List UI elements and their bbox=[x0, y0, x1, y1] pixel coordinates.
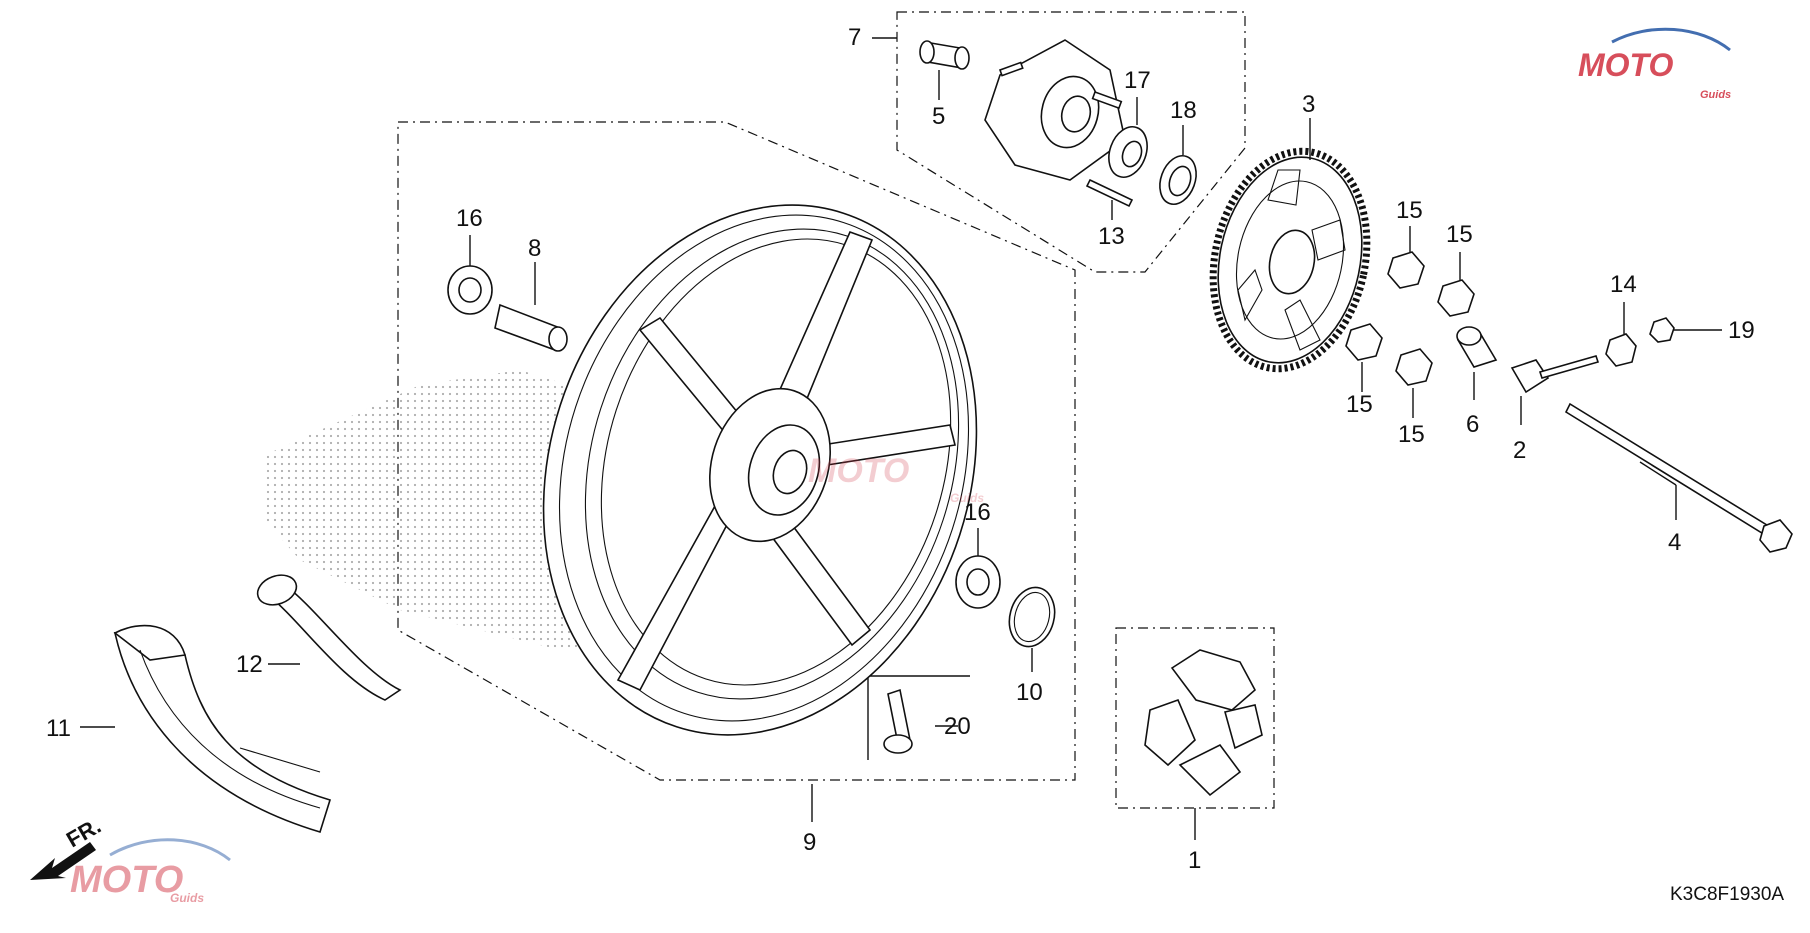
svg-text:Guids: Guids bbox=[1700, 89, 1731, 101]
svg-text:MOTO: MOTO bbox=[1578, 47, 1674, 83]
svg-text:MOTO: MOTO bbox=[70, 859, 183, 901]
side-collar bbox=[1456, 326, 1498, 368]
hub-collar bbox=[919, 40, 970, 70]
inner-tube bbox=[256, 574, 402, 701]
rear-hub bbox=[984, 39, 1126, 181]
callout-15-c: 15 bbox=[1346, 391, 1373, 418]
callout-10: 10 bbox=[1016, 679, 1043, 706]
driven-sprocket bbox=[1209, 147, 1371, 373]
callout-6: 6 bbox=[1466, 411, 1479, 438]
callout-17: 17 bbox=[1124, 67, 1151, 94]
callout-14: 14 bbox=[1610, 271, 1637, 298]
callout-16-a: 16 bbox=[456, 205, 483, 232]
wheel-bearing-right bbox=[955, 555, 1001, 609]
wheel-bearing-left bbox=[447, 265, 493, 315]
damper-rubbers bbox=[1144, 649, 1263, 797]
svg-text:Guids: Guids bbox=[170, 891, 204, 905]
callout-20: 20 bbox=[944, 713, 971, 740]
callout-3: 3 bbox=[1302, 91, 1315, 118]
watermark-logo-top: MOTO Guids bbox=[1578, 27, 1731, 101]
adjuster-nut bbox=[1605, 333, 1637, 367]
callout-15-d: 15 bbox=[1398, 421, 1425, 448]
front-direction-arrow bbox=[30, 842, 96, 880]
hub-bearing bbox=[1108, 126, 1148, 178]
svg-text:MOTO: MOTO bbox=[808, 452, 909, 490]
hub-assembly-boundary bbox=[896, 11, 1246, 273]
tire-valve bbox=[883, 688, 913, 754]
callout-13: 13 bbox=[1098, 223, 1125, 250]
callout-16-b: 16 bbox=[964, 499, 991, 526]
watermark-logo-center: MOTO Guids bbox=[808, 452, 984, 505]
chain-adjuster bbox=[1510, 355, 1600, 394]
callout-18: 18 bbox=[1170, 97, 1197, 124]
oil-seal bbox=[1159, 154, 1197, 206]
callout-11: 11 bbox=[46, 715, 71, 742]
callout-1: 1 bbox=[1188, 847, 1201, 874]
callout-4: 4 bbox=[1668, 529, 1681, 556]
axle-nut bbox=[1649, 317, 1675, 343]
callout-2: 2 bbox=[1513, 437, 1526, 464]
rear-axle bbox=[1564, 402, 1793, 553]
callout-9: 9 bbox=[803, 829, 816, 856]
callout-5: 5 bbox=[932, 103, 945, 130]
watermark-logo-bottom: MOTO Guids bbox=[70, 838, 231, 905]
damper-assembly-boundary bbox=[1115, 627, 1275, 809]
callout-19: 19 bbox=[1728, 317, 1755, 344]
callout-12: 12 bbox=[236, 651, 263, 678]
stud-bolt bbox=[1085, 178, 1134, 208]
callout-15-b: 15 bbox=[1446, 221, 1473, 248]
leader-lines bbox=[80, 37, 1722, 840]
front-direction-label: FR. bbox=[62, 813, 105, 852]
diagram-part-code: K3C8F1930A bbox=[1670, 884, 1784, 905]
distance-collar bbox=[494, 303, 568, 352]
cast-wheel bbox=[542, 204, 978, 736]
svg-text:Guids: Guids bbox=[950, 491, 984, 505]
o-ring bbox=[1008, 586, 1056, 648]
sprocket-nuts bbox=[1345, 251, 1475, 386]
callout-7: 7 bbox=[848, 24, 861, 51]
callout-15-a: 15 bbox=[1396, 197, 1423, 224]
callout-8: 8 bbox=[528, 235, 541, 262]
tire bbox=[113, 624, 332, 833]
wheel-assembly-boundary bbox=[397, 121, 1076, 781]
